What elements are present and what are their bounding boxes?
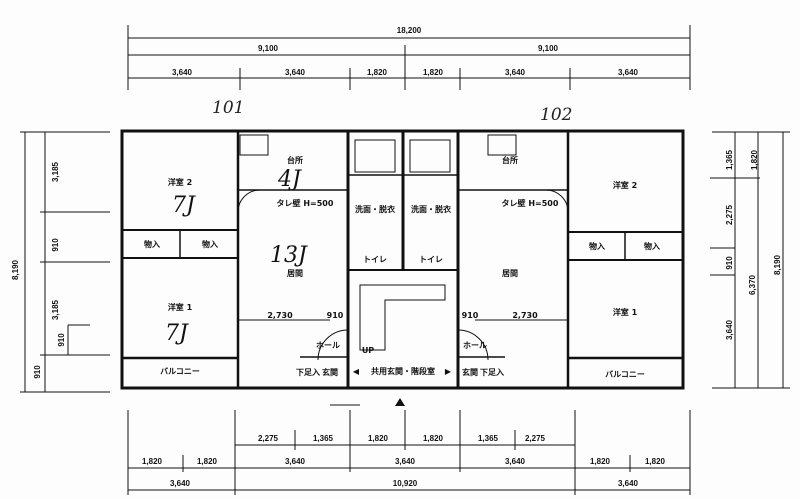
room-kitchen-left: 台所: [287, 155, 303, 165]
room-bedroom2-left: 洋室 2: [168, 177, 192, 187]
room-bedroom1-right: 洋室 1: [613, 307, 638, 317]
dim-left-seg: 3,185: [51, 161, 60, 182]
room-hall-left: ホール: [316, 341, 340, 350]
dim-left-seg: 910: [51, 238, 60, 252]
dim-right-seg: 1,365: [725, 149, 734, 170]
room-closet: 物入: [589, 241, 605, 251]
dim-top-half: 9,100: [258, 44, 279, 53]
arrow-right-icon: ▶: [445, 367, 452, 376]
hanging-wall-right: タレ壁 H=500: [502, 198, 559, 208]
dim-bottom-r2: 3,640: [285, 457, 306, 466]
room-balcony-left: バルコニー: [160, 367, 200, 376]
dim-left-total: 8,190: [11, 259, 20, 280]
room-closet: 物入: [144, 239, 160, 249]
dim-top-total: 18,200: [397, 26, 422, 35]
dim-bottom-r1: 2,275: [258, 434, 279, 443]
dim-hall-left: 910: [327, 311, 344, 320]
dim-bottom-r2: 1,820: [197, 457, 218, 466]
shoe-closet-left: 下足入: [296, 368, 320, 377]
handwritten-unit-102: 102: [540, 105, 572, 125]
stairs-up-label: UP: [362, 346, 374, 355]
dim-living-left: 2,730: [267, 311, 293, 320]
dim-bottom-r2: 3,640: [395, 457, 416, 466]
room-entrance-right: 玄関: [462, 367, 478, 377]
room-living-right: 居間: [502, 269, 518, 278]
dim-top-seg: 3,640: [285, 68, 306, 77]
dim-bottom-r1: 1,820: [423, 434, 444, 443]
handwritten-living-size: 13J: [270, 243, 308, 268]
room-balcony-right: バルコニー: [605, 370, 645, 379]
handwritten-bed1-size: 7J: [165, 321, 189, 346]
hanging-wall-left: タレ壁 H=500: [277, 198, 334, 208]
walls: [120, 129, 685, 406]
dim-bottom-r2: 1,820: [142, 457, 163, 466]
dim-bottom-r1: 1,365: [478, 434, 499, 443]
dim-left-inner: 910: [57, 333, 66, 347]
room-bedroom2-right: 洋室 2: [613, 180, 637, 190]
handwritten-kitchen-size: 4J: [277, 167, 302, 192]
room-kitchen-right: 台所: [502, 155, 518, 165]
dim-left-seg: 3,185: [51, 299, 60, 320]
dim-bottom-r1: 1,820: [368, 434, 389, 443]
room-washroom-left: 洗面・脱衣: [355, 204, 395, 214]
dim-bottom-r2: 1,820: [645, 457, 666, 466]
room-shared-entrance: 共用玄関・階段室: [371, 366, 435, 376]
dim-right-upper: 1,820: [750, 149, 759, 170]
dim-right-seg: 3,640: [725, 319, 734, 340]
room-hall-right: ホール: [463, 341, 487, 350]
dim-top-seg: 3,640: [505, 68, 526, 77]
room-closet: 物入: [202, 239, 218, 249]
dim-top-seg: 1,820: [367, 68, 388, 77]
dim-living-right: 2,730: [512, 311, 538, 320]
room-closet: 物入: [644, 241, 660, 251]
dim-top-half: 9,100: [538, 44, 559, 53]
dim-hall-right: 910: [462, 311, 479, 320]
handwritten-unit-101: 101: [212, 98, 244, 118]
room-living-left: 居間: [287, 269, 303, 278]
room-washroom-right: 洗面・脱衣: [411, 204, 451, 214]
dim-bottom-r3: 3,640: [618, 479, 639, 488]
dim-top-seg: 3,640: [172, 68, 193, 77]
dim-top-seg: 3,640: [618, 68, 639, 77]
entrance-arrow-icon: [395, 398, 405, 406]
dim-right-total: 8,190: [773, 254, 782, 275]
room-toilet-left: トイレ: [363, 255, 387, 264]
shoe-closet-right: 下足入: [480, 368, 504, 377]
room-toilet-right: トイレ: [419, 255, 443, 264]
arrow-left-icon: ◀: [353, 367, 360, 376]
dimension-lines: [20, 25, 790, 495]
dim-top-seg: 1,820: [423, 68, 444, 77]
room-bedroom1-left: 洋室 1: [168, 302, 193, 312]
dim-bottom-r3: 3,640: [170, 479, 191, 488]
handwritten-bed2-size: 7J: [172, 193, 196, 218]
dim-left-seg: 910: [33, 365, 42, 379]
room-entrance-left: 玄関: [322, 367, 338, 377]
dim-bottom-r2: 3,640: [505, 457, 526, 466]
dim-bottom-r1: 2,275: [525, 434, 546, 443]
dim-right-lower: 6,370: [748, 274, 757, 295]
dim-right-seg: 910: [725, 256, 734, 270]
dim-bottom-r1: 1,365: [313, 434, 334, 443]
dim-bottom-r2: 1,820: [590, 457, 611, 466]
dim-right-seg: 2,275: [725, 204, 734, 225]
dim-bottom-r3: 10,920: [393, 479, 418, 488]
